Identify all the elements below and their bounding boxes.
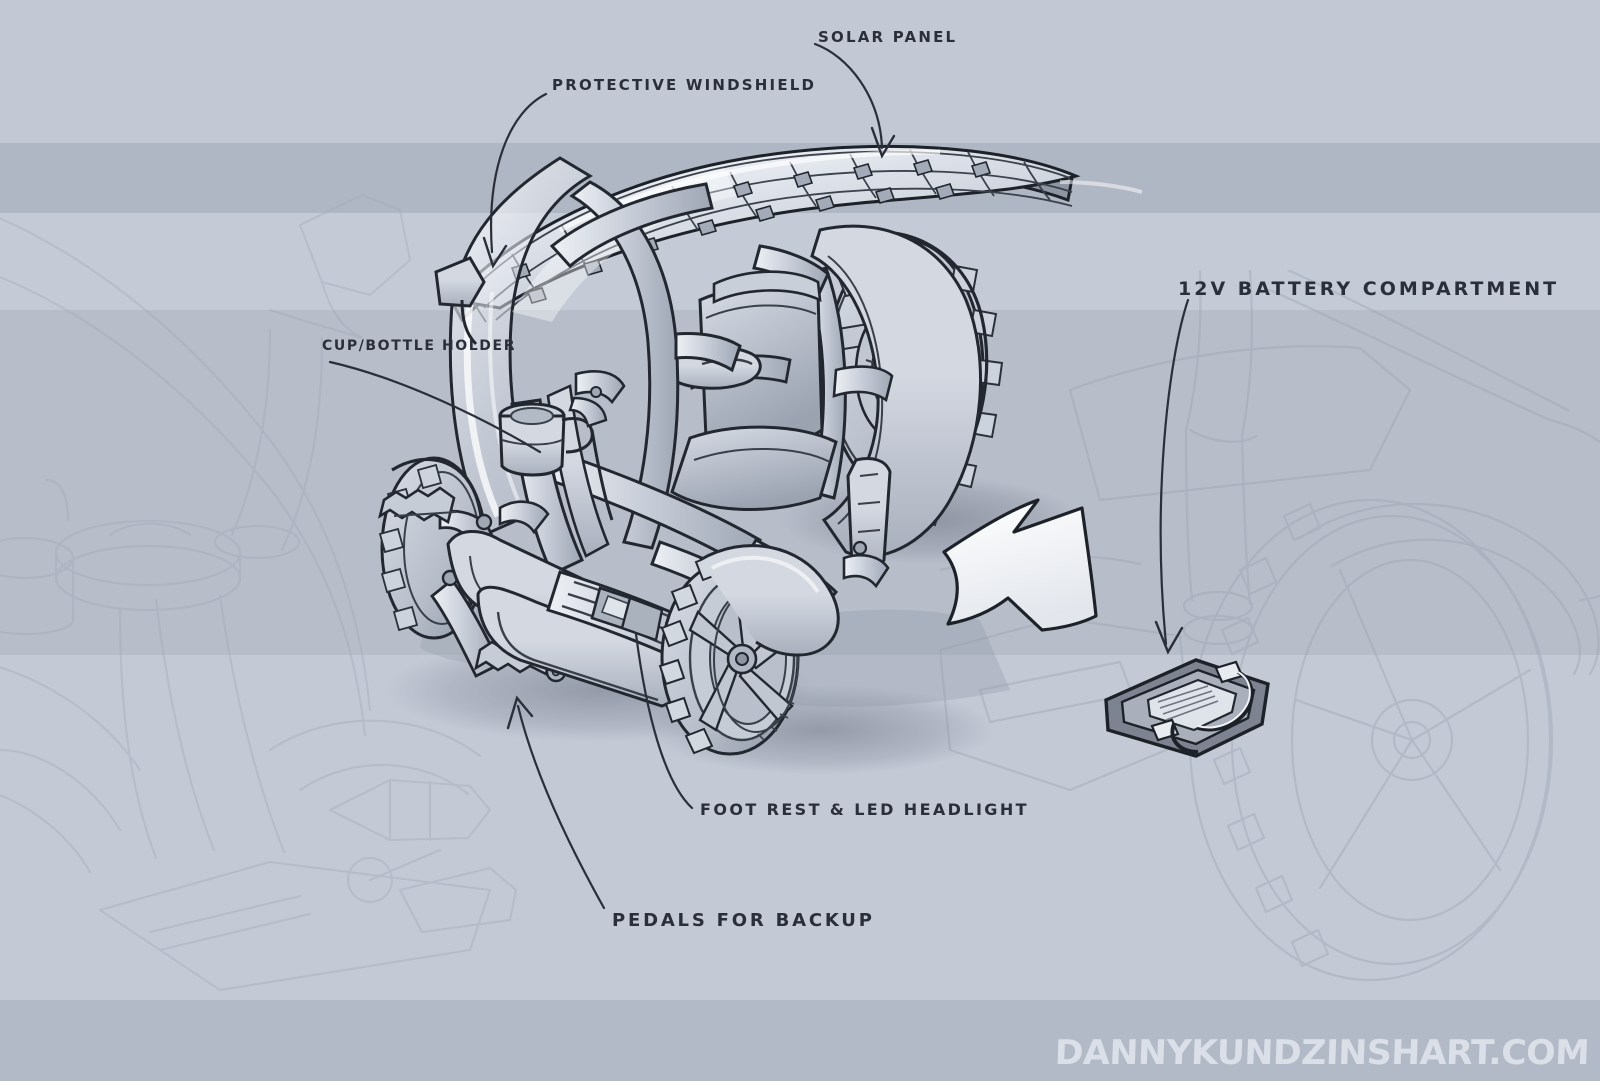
arrowhead-battery bbox=[1154, 620, 1184, 655]
annotation-foot-rest-led-headlight: FOOT REST & LED HEADLIGHT bbox=[700, 800, 1029, 819]
annotation-pedals-for-backup: PEDALS FOR BACKUP bbox=[612, 910, 875, 931]
leader-cup bbox=[328, 360, 542, 454]
annotation-battery-compartment: 12V BATTERY COMPARTMENT bbox=[1178, 278, 1560, 300]
arrowhead-solar bbox=[870, 126, 896, 159]
annotation-leaders bbox=[328, 42, 1190, 910]
arrowhead-windshield bbox=[482, 236, 508, 269]
seat-assembly bbox=[662, 270, 894, 511]
leader-pedals bbox=[516, 704, 606, 910]
annotation-cup-bottle-holder: CUP/BOTTLE HOLDER bbox=[322, 338, 517, 354]
annotation-protective-windshield: PROTECTIVE WINDSHIELD bbox=[552, 76, 817, 94]
exploded-view-arrow bbox=[942, 498, 1098, 632]
front-right-wheel bbox=[658, 544, 840, 756]
annotation-solar-panel: SOLAR PANEL bbox=[818, 28, 958, 46]
arrowhead-pedals bbox=[506, 695, 534, 730]
pedal-upper bbox=[377, 486, 457, 524]
leader-foot bbox=[634, 632, 694, 810]
leader-battery bbox=[1159, 298, 1190, 646]
leader-windshield bbox=[490, 92, 548, 254]
artist-watermark: DANNYKUNDZINSHART.COM bbox=[1054, 1033, 1590, 1073]
steering-column bbox=[498, 370, 626, 576]
rear-shock-strut bbox=[842, 457, 892, 589]
leader-solar bbox=[813, 42, 884, 150]
battery-compartment-tray bbox=[1104, 658, 1270, 758]
led-headlight-right bbox=[620, 596, 664, 642]
